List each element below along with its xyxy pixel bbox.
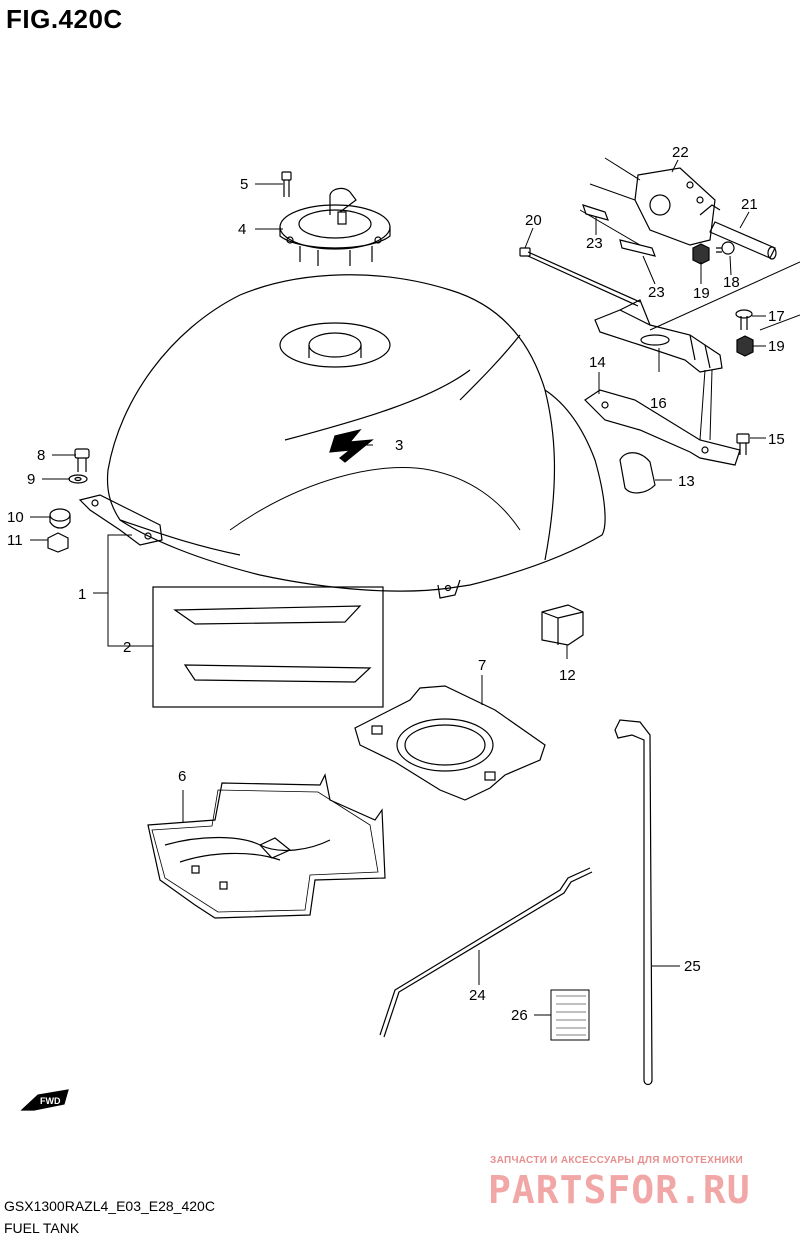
- hinge-part-22[interactable]: [634, 167, 721, 246]
- label-part-26[interactable]: [550, 989, 590, 1041]
- callout-17: 17: [768, 308, 785, 325]
- callout-19-lower: 19: [768, 338, 785, 355]
- watermark-tagline: ЗАПЧАСТИ И АКСЕССУАРЫ ДЛЯ МОТОТЕХНИКИ: [490, 1155, 743, 1166]
- leader-lines: [30, 159, 766, 1016]
- nut-part-19-upper[interactable]: [692, 243, 710, 265]
- cap-bolt[interactable]: [281, 171, 292, 197]
- nut-part-19-lower[interactable]: [736, 335, 754, 357]
- bolt-part-8[interactable]: [74, 448, 90, 472]
- callout-23-upper: 23: [586, 235, 603, 252]
- callout-20: 20: [525, 212, 542, 229]
- mat-part-6[interactable]: [147, 773, 386, 919]
- bolt-part-15[interactable]: [736, 433, 750, 455]
- callout-3: 3: [395, 437, 403, 454]
- hose-part-24[interactable]: [379, 867, 593, 1038]
- callout-numbers: 1 2 3 4 5 6 7 8 9 10 11 12 13 14 15 16 1…: [7, 144, 785, 1024]
- grommet-part-23-upper[interactable]: [582, 204, 609, 221]
- figure-name: FUEL TANK: [4, 1220, 80, 1236]
- watermark-logo: PARTSFOR.RU: [488, 1168, 751, 1212]
- callout-16: 16: [650, 395, 667, 412]
- model-code: GSX1300RAZL4_E03_E28_420C: [4, 1198, 215, 1214]
- callout-5: 5: [240, 176, 248, 193]
- bracket-part-16[interactable]: [594, 299, 723, 373]
- callout-11: 11: [7, 532, 23, 549]
- callout-1: 1: [78, 586, 86, 603]
- tape-set-box[interactable]: [152, 586, 384, 708]
- screw-part-17[interactable]: [735, 309, 753, 330]
- callout-10: 10: [7, 509, 24, 526]
- callout-9: 9: [27, 471, 35, 488]
- callout-25: 25: [684, 958, 701, 975]
- plate-part-7[interactable]: [354, 685, 546, 801]
- assembly-guide-lines: [579, 157, 800, 331]
- washer-part-9[interactable]: [68, 474, 88, 484]
- suzuki-emblem[interactable]: [329, 428, 374, 463]
- bracket-part-14[interactable]: [584, 369, 741, 466]
- cushion-part-13[interactable]: [619, 452, 656, 494]
- callout-14: 14: [589, 354, 606, 371]
- callout-24: 24: [469, 987, 486, 1004]
- callout-22: 22: [672, 144, 689, 161]
- callout-21: 21: [741, 196, 758, 213]
- callout-15: 15: [768, 431, 785, 448]
- fwd-label: FWD: [40, 1096, 61, 1106]
- figure-title: FIG.420C: [6, 4, 123, 34]
- callout-7: 7: [478, 657, 486, 674]
- callout-26: 26: [511, 1007, 528, 1024]
- callout-8: 8: [37, 447, 45, 464]
- callout-6: 6: [178, 768, 186, 785]
- callout-19-upper: 19: [693, 285, 710, 302]
- callout-18: 18: [723, 274, 740, 291]
- pipe-part-21[interactable]: [709, 221, 777, 260]
- fuel-cap[interactable]: [279, 187, 391, 266]
- callout-23-lower: 23: [648, 284, 665, 301]
- grommet-part-23-lower[interactable]: [619, 239, 656, 257]
- callout-2: 2: [123, 639, 131, 656]
- fuel-tank-body[interactable]: [78, 274, 606, 599]
- collar-part-11[interactable]: [47, 532, 69, 553]
- callout-12: 12: [559, 667, 576, 684]
- hose-part-25[interactable]: [614, 719, 653, 1086]
- bolt-part-18[interactable]: [716, 241, 735, 255]
- forward-direction-arrow: FWD: [20, 1089, 69, 1111]
- cushion-part-12[interactable]: [541, 604, 584, 646]
- callout-4: 4: [238, 221, 246, 238]
- grommet-part-10[interactable]: [49, 508, 71, 529]
- rod-part-20[interactable]: [519, 247, 641, 307]
- callout-13: 13: [678, 473, 695, 490]
